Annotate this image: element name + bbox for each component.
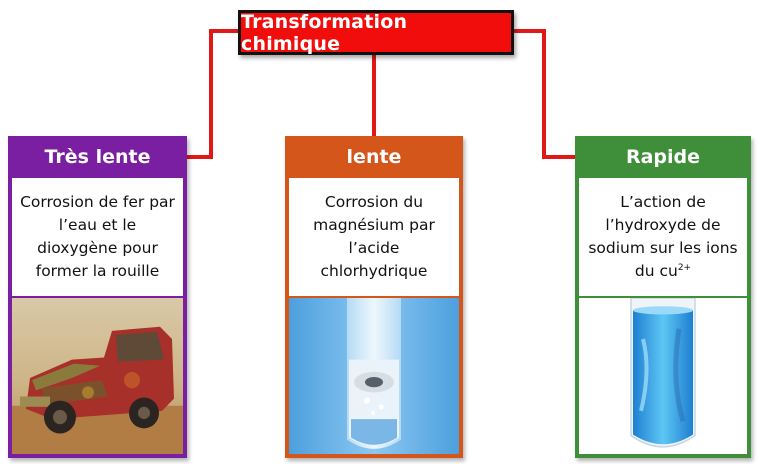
root-node: Transformation chimique	[238, 10, 514, 55]
card-fast: Rapide L’action de l’hydroxyde de sodium…	[575, 136, 751, 458]
card-header: lente	[346, 146, 402, 168]
card-description: L’action de l’hydroxyde de sodium sur le…	[579, 178, 747, 296]
card-header: Très lente	[44, 146, 151, 168]
card-description-text: Corrosion de fer par l’eau et le dioxygè…	[20, 193, 175, 280]
card-very-slow: Très lente Corrosion de fer par l’eau et…	[8, 136, 187, 458]
test-tube-copper-image	[579, 296, 747, 454]
card-description-text: Corrosion du magnésium par l’acide chlor…	[313, 193, 435, 280]
connector-left	[187, 29, 238, 159]
card-description: Corrosion de fer par l’eau et le dioxygè…	[12, 178, 183, 296]
test-tube-magnesium-image	[289, 296, 459, 454]
rusty-truck-image	[12, 296, 183, 454]
card-slow: lente Corrosion du magnésium par l’acide…	[285, 136, 463, 458]
card-description-text: L’action de l’hydroxyde de sodium sur le…	[585, 191, 741, 283]
root-title: Transformation chimique	[241, 10, 408, 55]
card-header: Rapide	[625, 146, 701, 168]
charge-superscript: 2+	[677, 262, 692, 273]
card-description: Corrosion du magnésium par l’acide chlor…	[289, 178, 459, 296]
connector-right	[514, 29, 575, 159]
card-description-main: L’action de l’hydroxyde de sodium sur le…	[588, 193, 738, 280]
